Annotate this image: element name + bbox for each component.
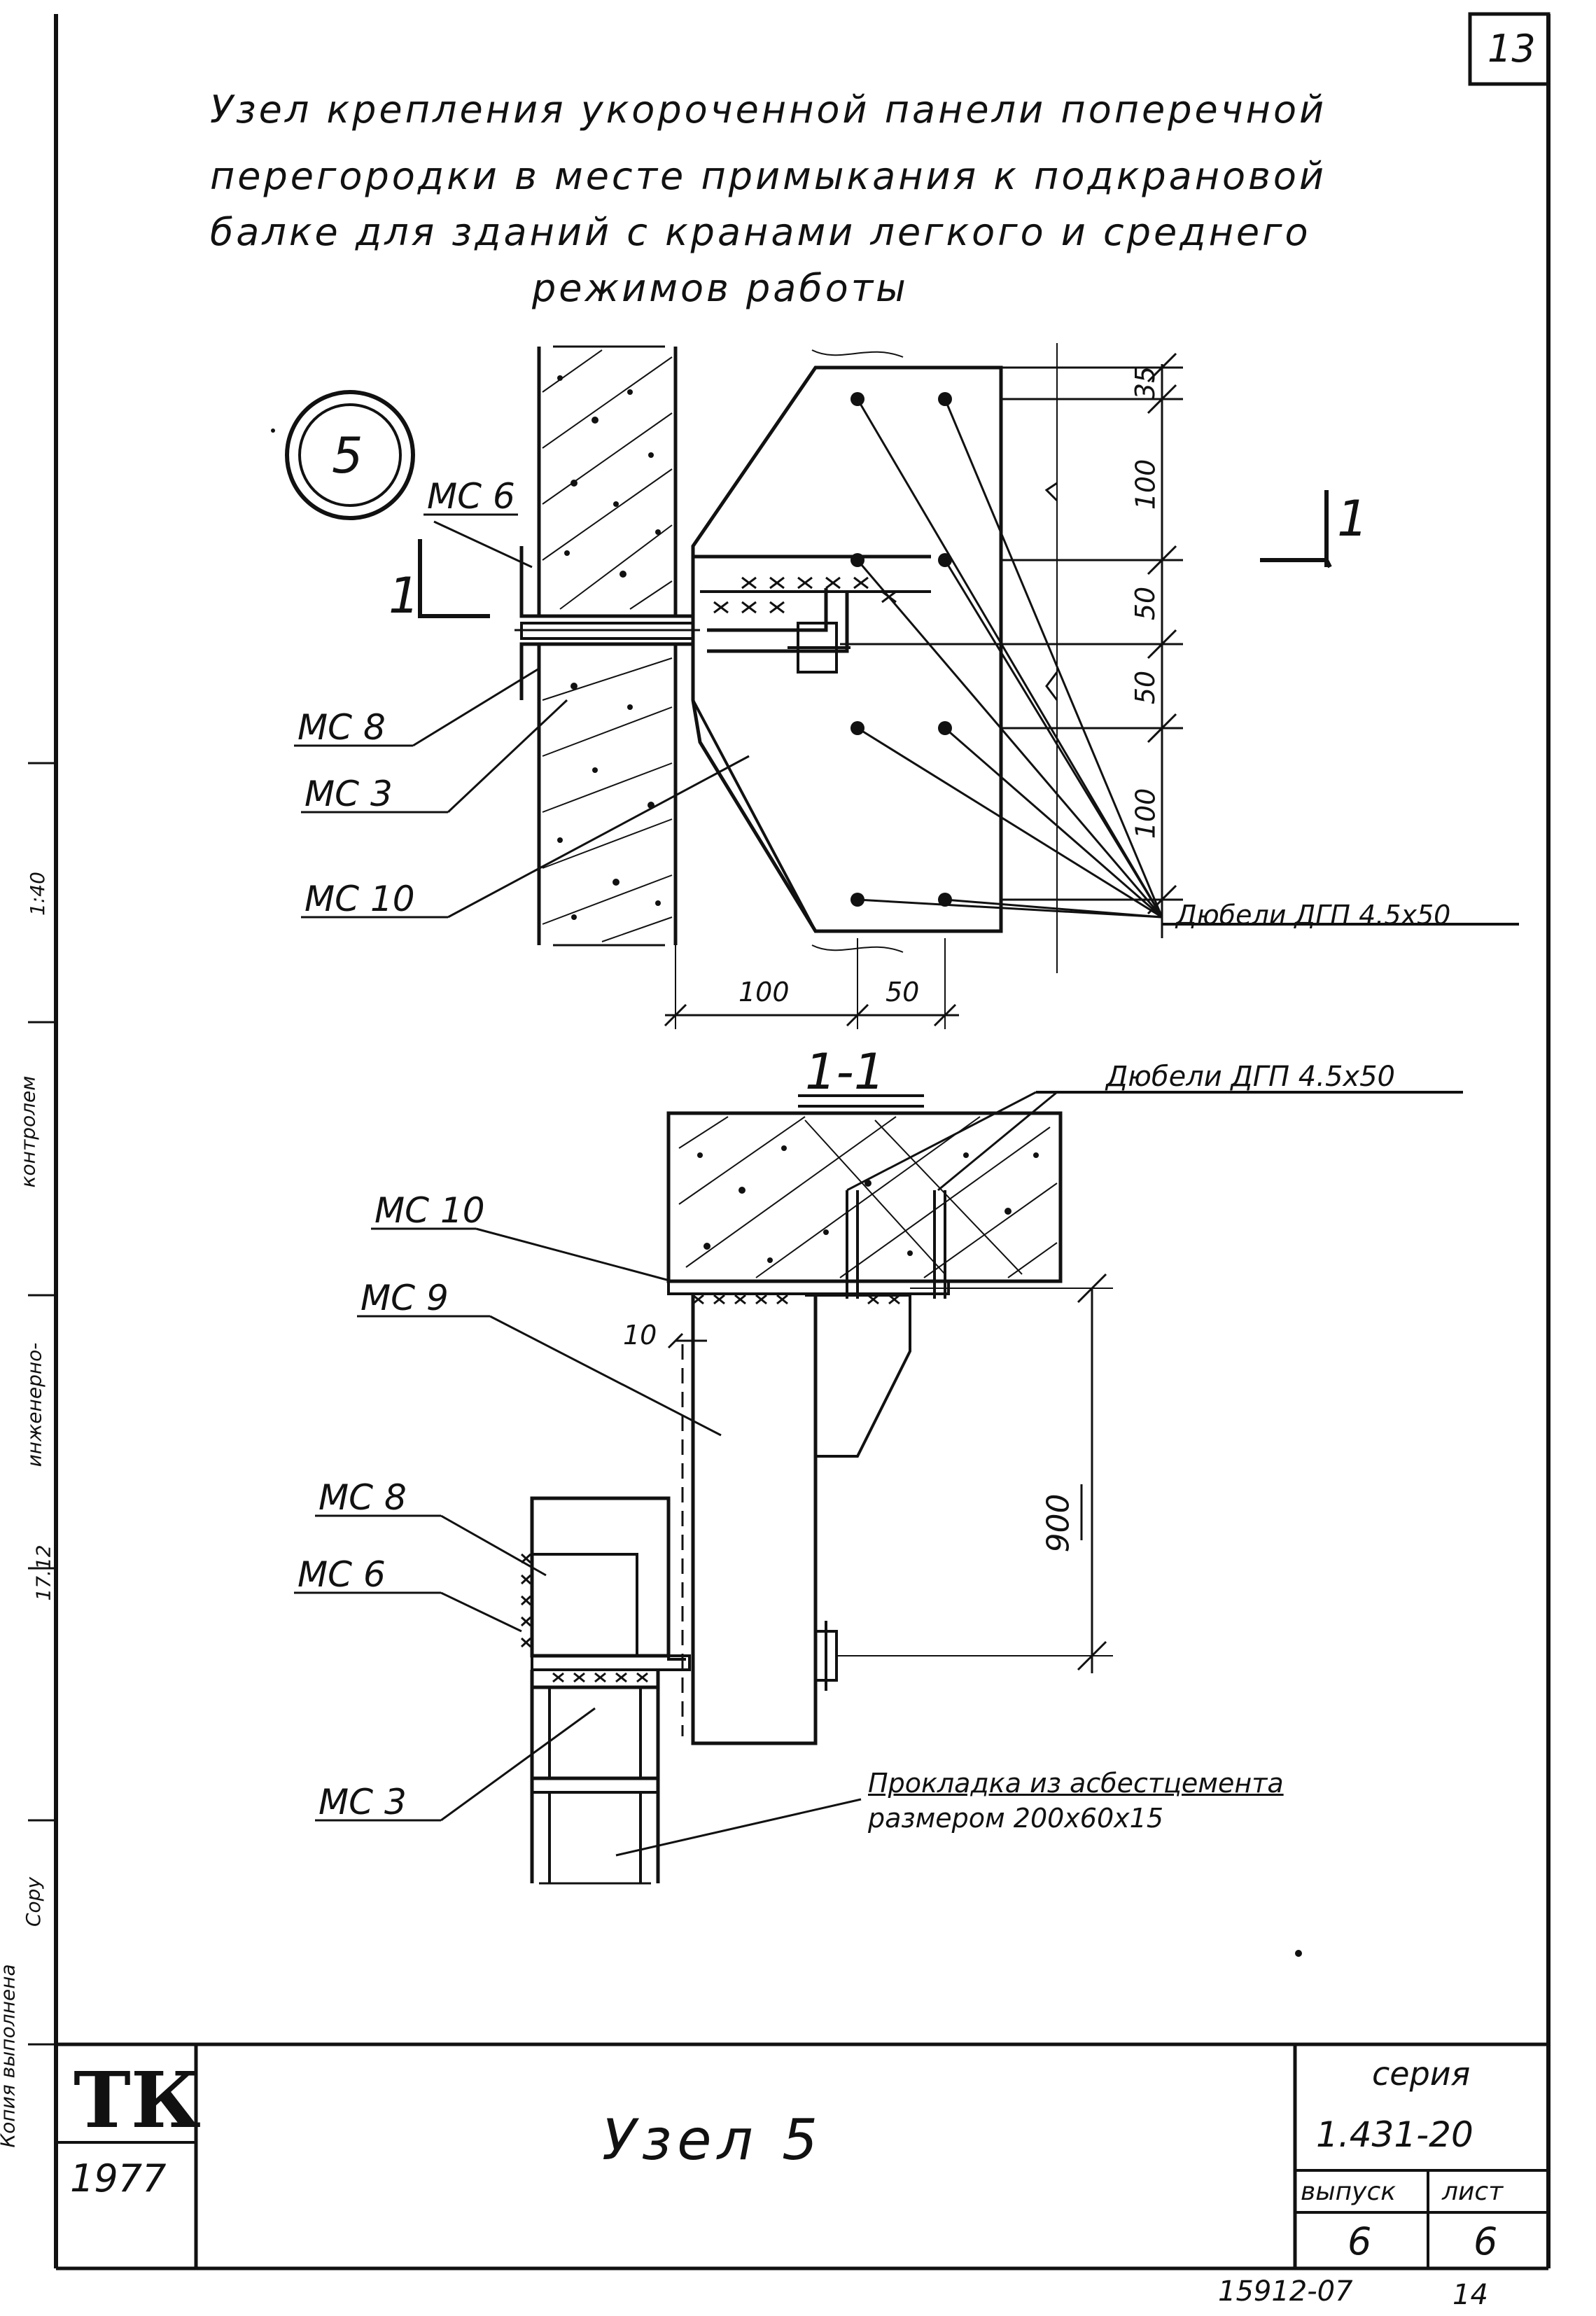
label-mc9-section: МС 9	[360, 1278, 449, 1318]
footer-page: 14	[1452, 2279, 1488, 2311]
title-line-1: Узел крепления укороченной панели попере…	[210, 88, 1327, 132]
margin-text-copy: Копия выполнена	[0, 1964, 20, 2148]
label-mc6-plan: МС 6	[427, 476, 515, 517]
label-mc10-section: МС 10	[374, 1190, 485, 1231]
label-mc3-section: МС 3	[318, 1782, 407, 1822]
label-mc8-plan: МС 8	[298, 707, 386, 748]
label-mc3-plan: МС 3	[304, 774, 393, 814]
pad-label-line1: Прокладка из асбестцемента	[868, 1768, 1284, 1799]
dim-50-upper: 50	[1130, 586, 1161, 621]
dim-100-bottom: 100	[1130, 788, 1161, 839]
margin-text-date: 17.12	[31, 1544, 55, 1601]
label-mc8-section: МС 8	[318, 1477, 407, 1518]
plan-view	[294, 343, 1519, 1029]
series-value: 1.431-20	[1316, 2114, 1474, 2155]
dim-50-lower: 50	[1130, 670, 1161, 705]
dim-50-horizontal: 50	[886, 977, 920, 1007]
drawing-name: Узел 5	[602, 2107, 823, 2172]
sheet-value: 6	[1474, 2219, 1498, 2263]
dowel-label-plan: Дюбели ДГП 4.5х50	[1176, 900, 1451, 930]
pad-label-line2: размером 200х60х15	[868, 1803, 1163, 1834]
margin-text-2: контролем	[16, 1075, 40, 1188]
sheet-number: 13	[1488, 27, 1536, 71]
section-mark-left: 1	[388, 567, 420, 625]
title-line-3: балке для зданий с кранами легкого и сре…	[210, 210, 1311, 254]
issue-label: выпуск	[1301, 2177, 1396, 2206]
section-title: 1-1	[805, 1043, 886, 1101]
dim-100-horizontal: 100	[738, 977, 790, 1007]
dim-10: 10	[623, 1320, 657, 1351]
sheet-label: лист	[1442, 2177, 1504, 2206]
dim-900: 900	[1040, 1493, 1077, 1553]
series-label: серия	[1372, 2055, 1471, 2093]
margin-text-copy-en: Copy	[22, 1876, 46, 1927]
dim-35: 35	[1130, 365, 1161, 400]
title-line-2: перегородки в месте примыкания к подкран…	[210, 154, 1327, 198]
issue-value: 6	[1348, 2219, 1372, 2263]
label-mc10-plan: МС 10	[304, 879, 415, 919]
year: 1977	[70, 2156, 167, 2200]
margin-text-scale: 1:40	[25, 872, 49, 916]
section-view	[294, 1091, 1463, 1885]
footer-code: 15912-07	[1218, 2275, 1353, 2308]
logo: ТК	[74, 2055, 201, 2145]
section-mark-right: 1	[1337, 490, 1368, 547]
label-mc6-section: МС 6	[298, 1554, 386, 1595]
node-marker: 5	[332, 427, 363, 484]
margin-text-1: инженерно-	[22, 1342, 46, 1467]
dim-100-top: 100	[1130, 459, 1161, 510]
dowel-label-section: Дюбели ДГП 4.5х50	[1106, 1061, 1395, 1093]
title-line-4: режимов работы	[532, 266, 909, 310]
